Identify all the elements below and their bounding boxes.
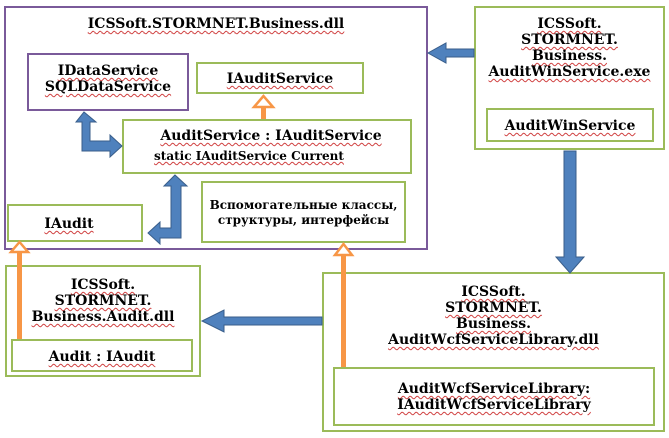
- wcf-lib-line-1: AuditWcfServiceLibrary:: [397, 381, 591, 397]
- audit-box: Audit : IAudit: [11, 339, 193, 372]
- audit-service-line-2: static IAuditService Current: [154, 149, 344, 163]
- arrow-wcf-to-audit: [200, 309, 323, 333]
- win-service-exe-line-2: STORMNET.: [521, 32, 618, 48]
- win-service-exe-line-3: Business.: [532, 48, 607, 64]
- helpers-line-1: Вспомогательные классы,: [209, 198, 398, 212]
- win-service-box: AuditWinService: [486, 108, 654, 142]
- iaudit-label: IAudit: [44, 216, 94, 232]
- audit-service-box: AuditService : IAuditService static IAud…: [122, 119, 412, 174]
- helpers-line-2: структуры, интерфейсы: [217, 213, 390, 227]
- wcf-dll-line-1: ICSSoft.: [461, 284, 526, 300]
- audit-dll-line-2: STORMNET.: [54, 293, 152, 309]
- wcf-dll-line-3: Business.: [456, 316, 531, 332]
- win-service-label: AuditWinService: [504, 118, 636, 134]
- iaudit-service-box: IAuditService: [196, 62, 364, 94]
- arrow-exe-to-wcf: [554, 150, 586, 274]
- iaudit-box: IAudit: [7, 204, 143, 242]
- iaudit-service-label: IAuditService: [226, 71, 334, 87]
- business-dll-title: ICSSoft.STORMNET.Business.dll: [87, 16, 345, 32]
- audit-label: Audit : IAudit: [48, 349, 156, 365]
- helpers-box: Вспомогательные классы, структуры, интер…: [201, 181, 406, 243]
- win-service-exe-line-4: AuditWinService.exe: [488, 64, 651, 80]
- audit-dll-line-1: ICSSoft.: [70, 277, 136, 293]
- arrow-exe-to-business: [426, 42, 475, 64]
- data-service-line-2: SQLDataService: [44, 79, 172, 95]
- audit-service-line-1: AuditService : IAuditService: [160, 128, 382, 144]
- win-service-exe-line-1: ICSSoft.: [537, 16, 602, 32]
- wcf-dll-line-4: AuditWcfServiceLibrary.dll: [388, 332, 599, 348]
- audit-dll-line-3: Business.Audit.dll: [31, 309, 175, 325]
- wcf-dll-line-2: STORMNET.: [445, 300, 542, 316]
- data-service-line-1: IDataService: [57, 63, 159, 79]
- data-service-box: IDataService SQLDataService: [27, 53, 189, 111]
- wcf-lib-box: AuditWcfServiceLibrary: IAuditWcfService…: [333, 367, 655, 426]
- wcf-lib-line-2: IAuditWcfServiceLibrary: [397, 397, 591, 413]
